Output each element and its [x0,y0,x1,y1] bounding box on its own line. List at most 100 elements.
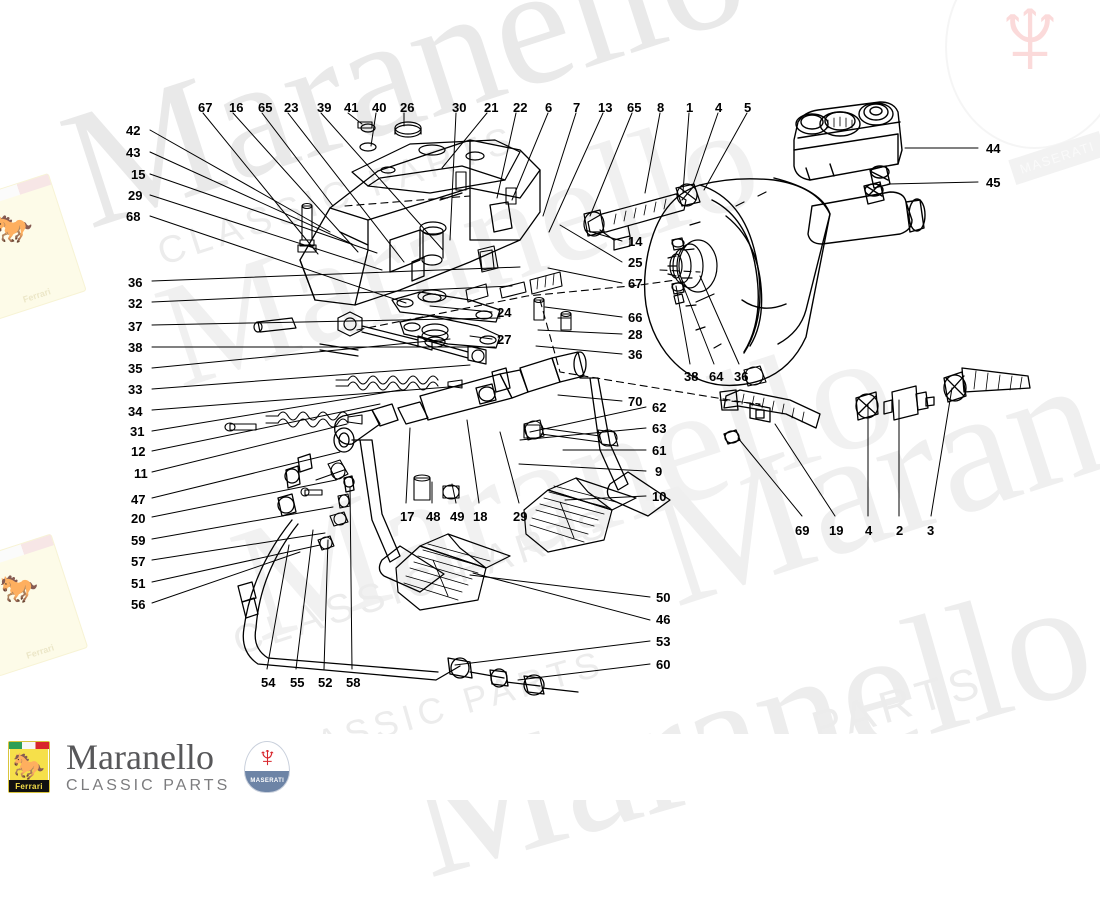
push-rod-assembly [253,311,487,365]
callout-7: 7 [573,100,581,115]
callout-43: 43 [126,145,141,160]
trident-icon: ♆ [256,741,279,774]
callout-10: 10 [652,489,667,504]
callout-70: 70 [628,394,643,409]
callout-31: 31 [130,424,145,439]
callout-49: 49 [450,509,465,524]
callout-42: 42 [126,123,141,138]
callout-5: 5 [744,100,752,115]
brand-secondary-text: CLASSIC PARTS [66,777,231,794]
brake-pedal-pad [523,477,637,553]
pedal-support-bracket [299,139,541,306]
callout-36-mid: 36 [628,347,643,362]
callout-30: 30 [452,100,467,115]
misc-small-parts [465,245,767,441]
callout-23: 23 [284,100,299,115]
callout-50: 50 [656,590,671,605]
ferrari-wordmark: Ferrari [9,780,49,792]
callout-67: 67 [198,100,213,115]
callout-62: 62 [652,400,667,415]
flange-gasket-plate [351,139,521,194]
callout-60: 60 [656,657,671,672]
callout-40: 40 [372,100,387,115]
callout-38-booster: 38 [684,369,699,384]
callout-24: 24 [497,305,512,320]
brand-primary-text: Maranello [66,737,214,777]
callout-18: 18 [473,509,488,524]
leader-lines-left-upper [149,129,407,304]
callout-29-pedal: 29 [513,509,528,524]
callout-53: 53 [656,634,671,649]
booster-push-rod [583,183,701,251]
brake-fluid-reservoir [793,101,903,181]
callout-44: 44 [986,141,1001,156]
callout-66: 66 [628,310,643,325]
clutch-cable-assembly [237,453,579,696]
footer-branding: 🐎 Ferrari Maranello CLASSIC PARTS ♆ MASE… [0,734,1100,800]
leader-lines-right-far [887,147,979,185]
callout-41: 41 [344,100,359,115]
callout-4-hose: 4 [865,523,873,538]
callout-12: 12 [131,444,146,459]
leader-lines-right-lower [454,572,651,681]
callout-1: 1 [686,100,694,115]
callout-29-left: 29 [128,188,143,203]
master-cylinder-body [807,165,926,245]
bracket-bolts [297,121,545,321]
leader-lines-pedal-bottom [405,419,520,504]
callout-56: 56 [131,597,146,612]
maserati-oval [244,741,291,793]
callout-46: 46 [656,612,671,627]
leader-lines-booster [675,275,740,365]
callout-16: 16 [229,100,244,115]
callout-38-left: 38 [128,340,143,355]
callout-63: 63 [652,421,667,436]
dashed-alignment-lines [344,195,761,406]
callout-20: 20 [131,511,146,526]
booster-front-hub [667,237,718,305]
clutch-pedal-arm [351,439,445,593]
bearing-bushings [359,121,447,303]
callout-21: 21 [484,100,499,115]
callout-36-booster: 36 [734,369,749,384]
leader-lines-top [202,112,748,263]
prancing-horse-icon: 🐎 [12,750,46,781]
callout-52: 52 [318,675,333,690]
return-springs [265,375,463,428]
callout-8: 8 [657,100,665,115]
leader-lines-hose [737,387,953,517]
ferrari-shield-logo: 🐎 Ferrari [8,741,50,793]
pedal-box-pins [315,459,351,551]
callout-51: 51 [131,576,146,591]
callout-13: 13 [598,100,613,115]
servo-brake-booster [643,177,831,387]
callout-34: 34 [128,404,143,419]
linkage-plate [391,291,501,349]
callout-35: 35 [128,361,143,376]
callout-39: 39 [317,100,332,115]
callout-45: 45 [986,175,1001,190]
callout-32: 32 [128,296,143,311]
callout-4-top: 4 [715,100,723,115]
italian-flag-stripe [9,742,49,749]
callout-64: 64 [709,369,724,384]
callout-61: 61 [652,443,667,458]
callout-68: 68 [126,209,141,224]
callout-69: 69 [795,523,810,538]
callout-36-left: 36 [128,275,143,290]
maserati-logo: ♆ MASERATI [244,741,291,793]
callout-11: 11 [134,466,148,481]
callout-25: 25 [628,255,643,270]
callout-14: 14 [628,234,643,249]
callout-33: 33 [128,382,143,397]
callout-67b: 67 [628,276,643,291]
callout-22: 22 [513,100,528,115]
callout-27: 27 [497,332,512,347]
callout-65b: 65 [627,100,642,115]
clutch-pedal-pad [395,533,511,611]
parts-illustration [149,101,1031,696]
maranello-brand: Maranello CLASSIC PARTS [66,739,230,795]
callout-48: 48 [426,509,441,524]
callout-9: 9 [655,464,663,479]
